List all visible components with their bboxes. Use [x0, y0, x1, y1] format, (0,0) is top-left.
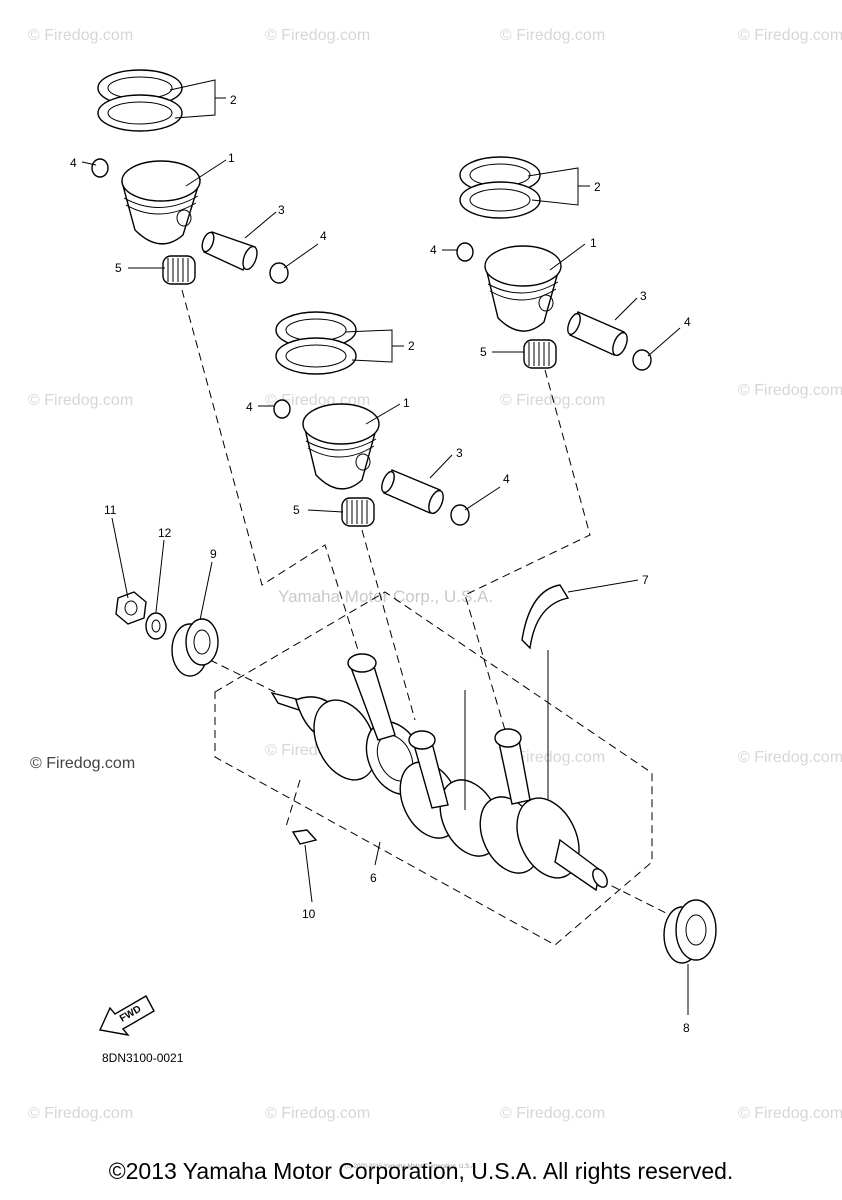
watermark-layer: © Firedog.com © Firedog.com © Firedog.co…: [28, 27, 842, 1122]
watermark: © Firedog.com: [738, 749, 842, 766]
watermark: © Firedog.com: [28, 27, 133, 44]
piston-pin-icon: [381, 469, 444, 515]
oil-seal-left-icon: [171, 618, 219, 677]
callout-rings: 2: [230, 93, 237, 107]
watermark: © Firedog.com: [738, 382, 842, 399]
callout-clip: 4: [503, 472, 510, 486]
assembly-guide-lines: [181, 289, 681, 921]
watermark: © Firedog.com: [500, 1105, 605, 1122]
piston-set-center: [273, 311, 470, 527]
callout-half-ring: 7: [642, 573, 649, 587]
callout-clip: 4: [320, 229, 327, 243]
piston-pin-icon: [201, 231, 258, 271]
callout-numbers: 2 4 1 3 4 5 2 4 1 3 4 5 2 4 1 3 4 5 7 11…: [70, 93, 691, 1035]
piston-clip-icon: [269, 262, 289, 284]
callout-clip: 4: [70, 156, 77, 170]
watermark: © Firedog.com: [30, 755, 135, 772]
crankshaft-assembly-box: [214, 591, 653, 946]
callout-clip: 4: [246, 400, 253, 414]
piston-rings-icon: [459, 156, 541, 219]
piston-clip-icon: [273, 399, 291, 419]
watermark: © Firedog.com: [265, 27, 370, 44]
callout-crankshaft: 6: [370, 871, 377, 885]
tiny-note: (c) 2000-2015 Yamaha Motor Corporation, …: [345, 1164, 477, 1170]
callout-nut: 11: [104, 503, 117, 517]
piston-icon: [121, 160, 201, 245]
callout-rings: 2: [594, 180, 601, 194]
crank-nut-icon: [115, 591, 147, 625]
crank-washer-icon: [145, 612, 167, 640]
piston-clip-icon: [91, 158, 109, 178]
needle-bearing-icon: [341, 497, 375, 527]
callout-bearing: 5: [293, 503, 300, 517]
crank-half-ring-icon: [521, 584, 570, 650]
callout-pin: 3: [456, 446, 463, 460]
piston-clip-icon: [450, 504, 470, 526]
piston-set-left: [91, 69, 289, 285]
oil-seal-right-icon: [663, 899, 717, 964]
watermark: © Firedog.com: [738, 1105, 842, 1122]
piston-icon: [484, 245, 562, 332]
diagram-code: 8DN3100-0021: [102, 1051, 184, 1065]
copyright-footer: ©2013 Yamaha Motor Corporation, U.S.A. A…: [108, 1158, 734, 1184]
callout-washer: 12: [158, 526, 172, 540]
piston-pin-icon: [567, 311, 628, 357]
watermark: © Firedog.com: [500, 27, 605, 44]
callout-oil-seal-right: 8: [683, 1021, 690, 1035]
callout-oil-seal-left: 9: [210, 547, 217, 561]
fwd-arrow-icon: FWD: [98, 995, 155, 1037]
callout-leaders: [81, 79, 689, 1015]
watermark: © Firedog.com: [500, 392, 605, 409]
piston-set-right: [456, 156, 652, 371]
watermark: © Firedog.com: [738, 27, 842, 44]
callout-key: 10: [302, 907, 316, 921]
callout-bearing: 5: [480, 345, 487, 359]
woodruff-key-icon: [291, 829, 318, 845]
callout-pin: 3: [640, 289, 647, 303]
callout-bearing: 5: [115, 261, 122, 275]
callout-rings: 2: [408, 339, 415, 353]
callout-pin: 3: [278, 203, 285, 217]
callout-clip: 4: [684, 315, 691, 329]
callout-clip: 4: [430, 243, 437, 257]
callout-piston: 1: [590, 236, 597, 250]
center-watermark: Yamaha Motor Corp., U.S.A.: [278, 587, 493, 606]
piston-rings-icon: [97, 69, 183, 132]
watermark: © Firedog.com: [500, 749, 605, 766]
callout-piston: 1: [403, 396, 410, 410]
piston-icon: [302, 403, 380, 490]
watermark: © Firedog.com: [265, 1105, 370, 1122]
watermark: © Firedog.com: [28, 392, 133, 409]
needle-bearing-icon: [523, 339, 557, 369]
needle-bearing-icon: [162, 255, 196, 285]
crankshaft-icon: [270, 653, 608, 892]
callout-piston: 1: [228, 151, 235, 165]
piston-clip-icon: [632, 349, 652, 371]
watermark: © Firedog.com: [28, 1105, 133, 1122]
piston-clip-icon: [456, 242, 474, 262]
piston-rings-icon: [275, 311, 357, 375]
